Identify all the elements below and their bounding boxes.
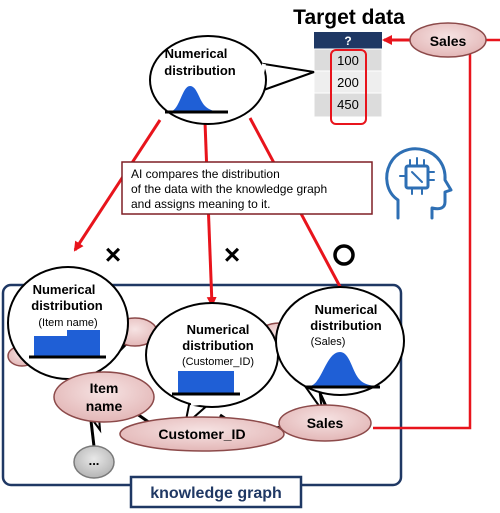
more-node-label: ... bbox=[89, 453, 100, 468]
target-values-highlight bbox=[330, 49, 367, 125]
ai-head-icon bbox=[385, 147, 453, 220]
item-distribution-bars bbox=[34, 330, 100, 356]
customer-id-node-label: Customer_ID bbox=[158, 426, 245, 442]
ai-explanation-line-2: of the data with the knowledge graph bbox=[131, 182, 327, 196]
top-distribution-bubble bbox=[149, 35, 267, 125]
mark-sales-match bbox=[333, 244, 355, 266]
sales-bubble-title-2: distribution bbox=[310, 318, 382, 333]
customer-distribution-bar bbox=[178, 371, 234, 393]
more-node bbox=[73, 445, 115, 479]
sales-node-label: Sales bbox=[307, 415, 344, 431]
mark-customer-id: × bbox=[224, 239, 240, 270]
ai-explanation-line-1: AI compares the distribution bbox=[131, 167, 280, 181]
customer-bubble-title-2: distribution bbox=[182, 338, 254, 353]
top-bubble-title-2: distribution bbox=[164, 63, 236, 78]
item-bubble-title-1: Numerical bbox=[33, 282, 96, 297]
top-bubble-title-1: Numerical bbox=[165, 46, 228, 61]
arrow-to-item-bubble bbox=[73, 119, 162, 252]
sales-bubble bbox=[275, 286, 405, 396]
sales-column-node bbox=[409, 22, 487, 58]
sales-distribution-curve bbox=[310, 352, 374, 386]
target-value-1: 100 bbox=[337, 53, 359, 68]
item-name-node bbox=[53, 371, 155, 423]
customer-bubble-title-1: Numerical bbox=[187, 322, 250, 337]
sales-column-node-label: Sales bbox=[430, 33, 467, 49]
item-name-node-label-1: Item bbox=[90, 380, 119, 396]
target-column-header bbox=[314, 32, 382, 49]
sales-bubble-subtitle: (Sales) bbox=[311, 336, 346, 348]
target-value-2: 200 bbox=[337, 75, 359, 90]
target-cell-3 bbox=[313, 92, 383, 118]
ai-explanation-line-3: and assigns meaning to it. bbox=[131, 197, 270, 211]
sales-bubble-title-1: Numerical bbox=[315, 302, 378, 317]
customer-bubble-subtitle: (Customer_ID) bbox=[182, 356, 254, 368]
customer-id-node bbox=[119, 416, 285, 452]
mark-item-name: × bbox=[105, 239, 121, 270]
target-value-3: 450 bbox=[337, 97, 359, 112]
sales-link-line bbox=[373, 38, 500, 430]
knowledge-graph-label: knowledge graph bbox=[150, 485, 282, 502]
target-column-header-text: ? bbox=[344, 34, 351, 48]
item-name-node-label-2: name bbox=[86, 398, 123, 414]
sales-node bbox=[278, 404, 372, 442]
top-distribution-curve bbox=[170, 86, 218, 112]
ai-explanation-box bbox=[121, 161, 373, 215]
target-data-title: Target data bbox=[293, 6, 405, 29]
item-bubble-title-2: distribution bbox=[31, 298, 103, 313]
item-bubble-subtitle: (Item name) bbox=[38, 317, 97, 329]
knowledge-graph-label-box bbox=[129, 475, 303, 509]
